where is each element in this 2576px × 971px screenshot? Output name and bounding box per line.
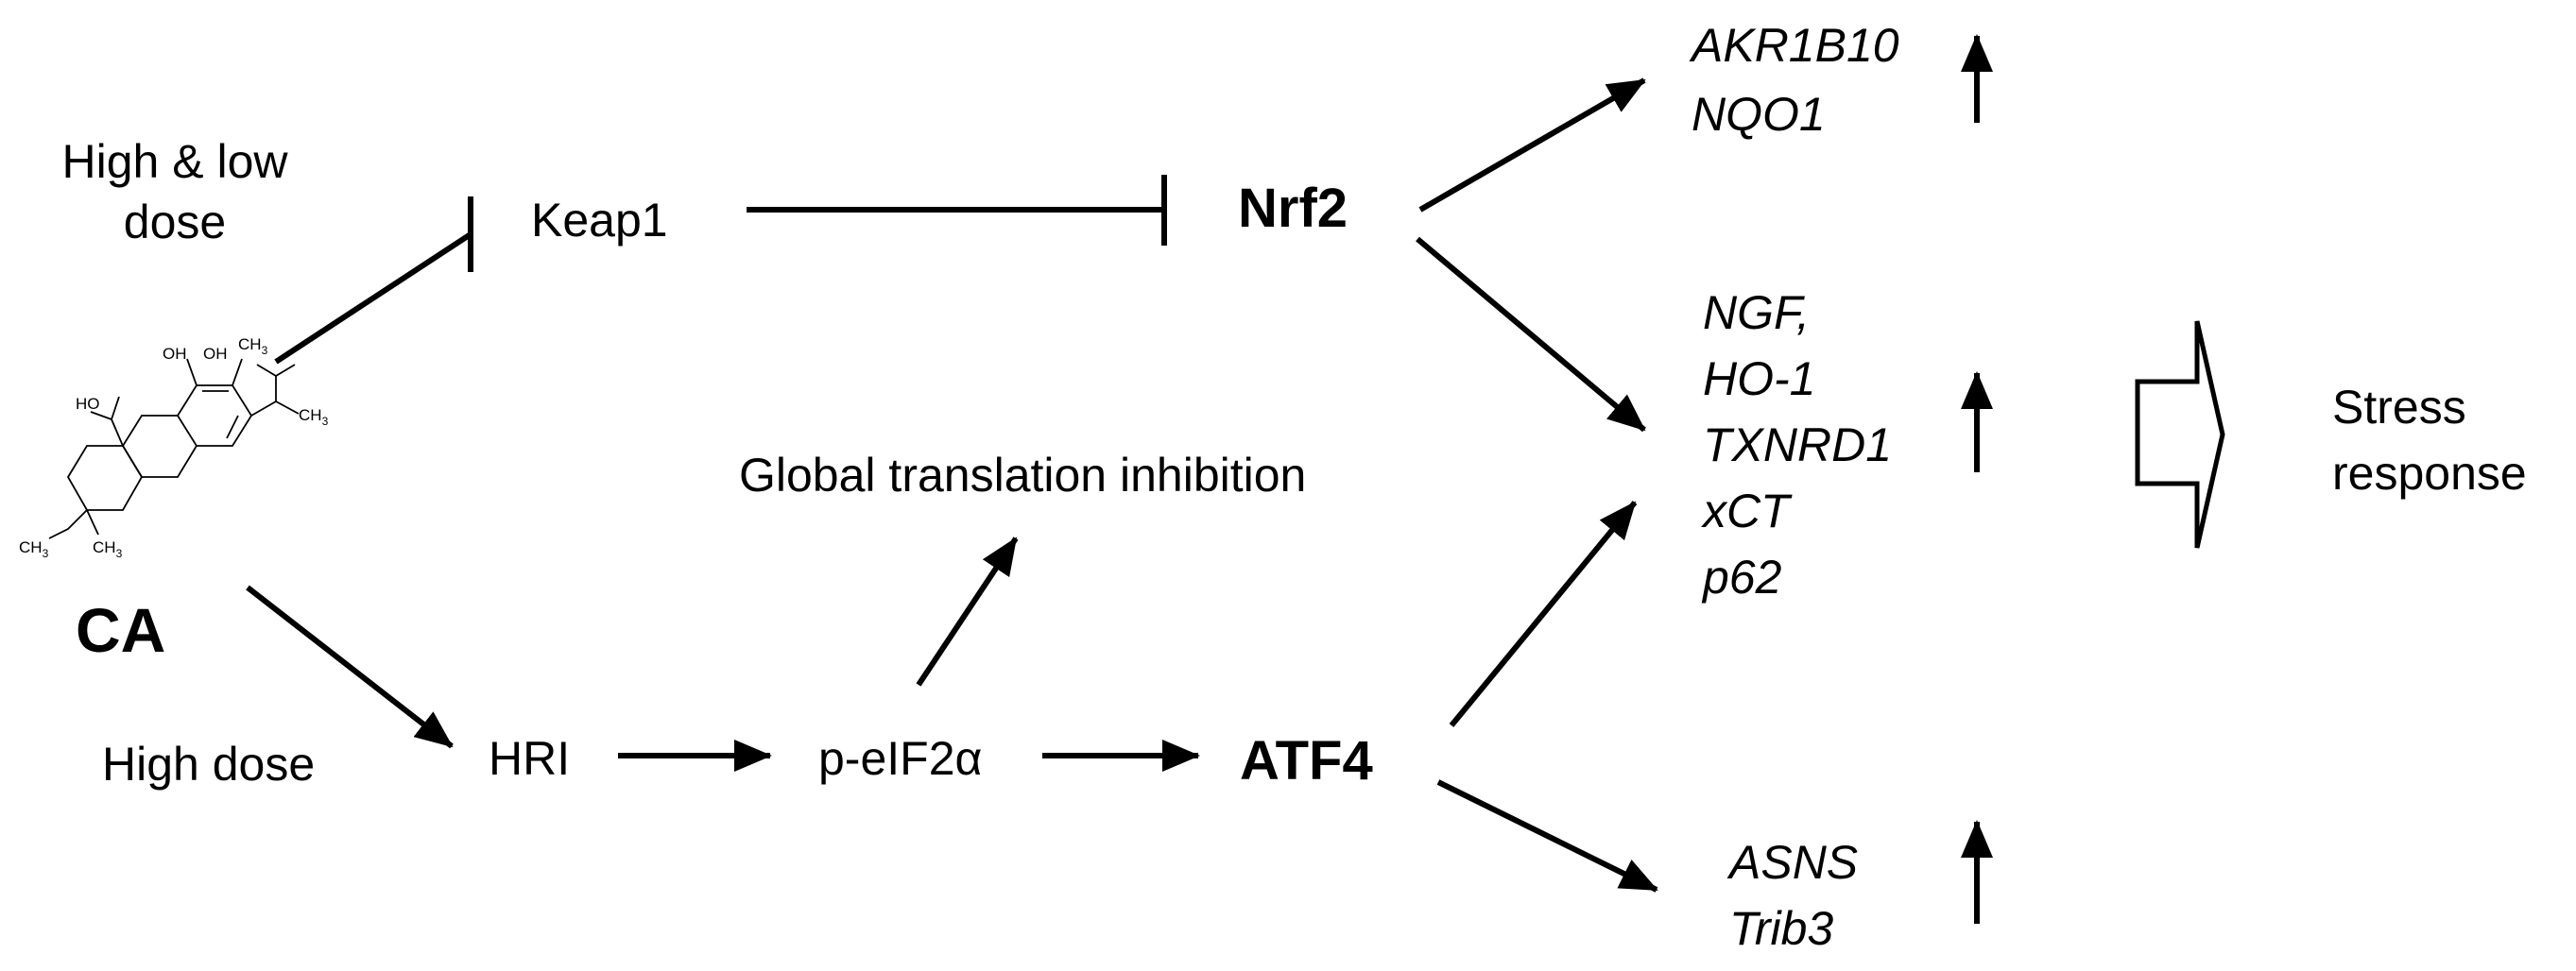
chem-label-ch3-a: CH3 (238, 335, 268, 357)
node-hri: HRI (489, 732, 570, 785)
dose-label-high-low-line1: High & low (62, 135, 289, 188)
edge-atf4-to-bottom-genes (1436, 779, 1658, 893)
gene-asns: ASNS (1726, 836, 1858, 889)
gene-ho1: HO-1 (1703, 352, 1815, 405)
ca-chemical-structure-icon (48, 358, 300, 539)
gene-group-middle: NGF, HO-1 TXNRD1 xCT p62 (1701, 286, 1892, 604)
edge-atf4-to-middle-genes (1449, 501, 1638, 727)
gene-group-bottom: ASNS Trib3 (1726, 836, 1858, 955)
gene-txnrd1: TXNRD1 (1703, 418, 1892, 471)
edge-nrf2-to-top-genes (1418, 77, 1646, 213)
chem-label-ch3-b: CH3 (299, 406, 329, 428)
chem-subscript: 3 (262, 344, 268, 357)
chem-subscript: 3 (322, 415, 329, 428)
outcome-label-line1: Stress (2332, 381, 2466, 434)
chem-label-ch3-c: CH3 (19, 538, 49, 560)
node-p-eif2a: p-eIF2α (818, 732, 982, 785)
node-nrf2: Nrf2 (1238, 178, 1348, 239)
gene-ngf: NGF, (1703, 286, 1810, 339)
edge-ca-inhibits-keap1 (274, 231, 472, 365)
gene-nqo1: NQO1 (1692, 88, 1826, 141)
edge-nrf2-to-middle-genes (1416, 236, 1646, 433)
edge-ca-activates-hri (246, 585, 454, 749)
chem-label-oh-2: OH (203, 345, 228, 363)
gene-group-top: AKR1B10 NQO1 (1689, 19, 1899, 141)
outcome-label-line2: response (2332, 447, 2527, 500)
gene-xct: xCT (1701, 485, 1793, 537)
chem-subscript: 3 (116, 547, 123, 560)
dose-label-high-low-line2: dose (124, 196, 226, 248)
compound-label-ca: CA (76, 595, 165, 665)
gene-trib3: Trib3 (1729, 902, 1833, 955)
gene-p62: p62 (1701, 551, 1782, 604)
node-keap1: Keap1 (531, 194, 668, 247)
dose-label-high: High dose (102, 738, 315, 791)
node-global-translation-inhibition: Global translation inhibition (739, 449, 1306, 502)
outcome-block-arrow-icon (2135, 320, 2225, 549)
chem-label-oh-1: OH (163, 345, 187, 363)
node-atf4: ATF4 (1240, 730, 1373, 792)
edge-p-eif2a-to-global-translation (916, 537, 1019, 687)
gene-akr1b10: AKR1B10 (1689, 19, 1899, 72)
chem-label-ch3-d: CH3 (93, 538, 123, 560)
chem-subscript: 3 (43, 547, 49, 560)
chem-label-ho-acid: HO (76, 395, 100, 413)
